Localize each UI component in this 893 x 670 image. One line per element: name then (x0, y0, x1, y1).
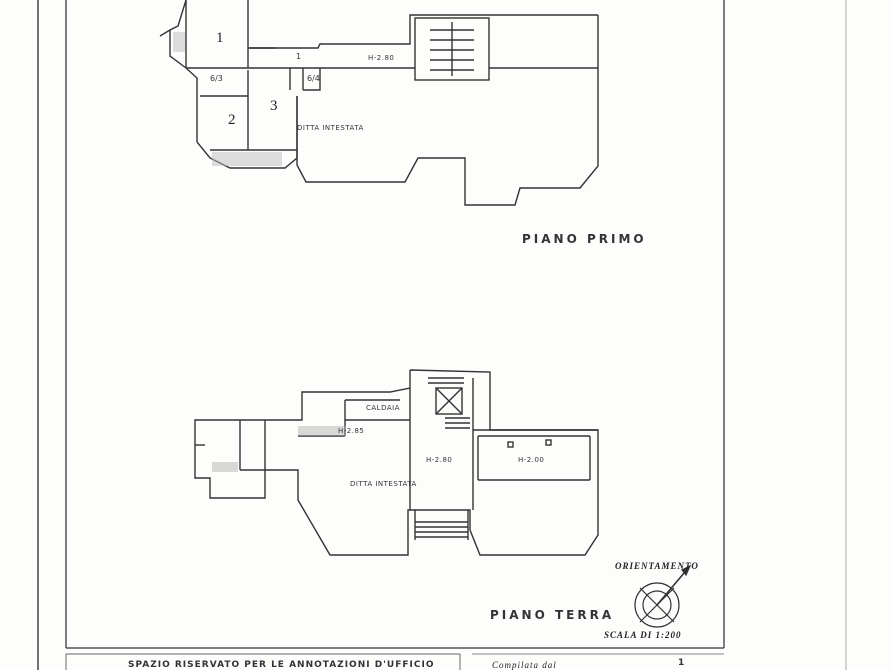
scale-label: SCALA DI 1:200 (604, 630, 682, 640)
footer-compiled-by: Compilata dal (492, 660, 557, 670)
room-2-label: 2 (228, 112, 236, 128)
height-terra-1-label: H-2.85 (338, 427, 365, 435)
orientation-title: ORIENTAMENTO (615, 561, 699, 571)
height-terra-2-label: H-2.80 (426, 456, 453, 464)
room-6-4-label: 6/4 (307, 74, 320, 83)
caldaia-label: CALDAIA (366, 404, 400, 412)
ditta-primo-label: DITTA INTESTATA (297, 124, 364, 132)
plan-primo (159, 0, 599, 206)
piano-primo-title: PIANO PRIMO (522, 232, 647, 246)
room-6-3-label: 6/3 (210, 74, 223, 83)
plan-terra (194, 369, 599, 556)
height-primo-label: H-2.80 (368, 54, 395, 62)
piano-terra-title: PIANO TERRA (490, 608, 615, 622)
room-1-label: 1 (216, 30, 224, 46)
room-r3-label: 1 (296, 52, 302, 61)
compass-icon (634, 564, 692, 628)
footer-sheet-number: 1 (678, 658, 686, 668)
footer-office-notes: SPAZIO RISERVATO PER LE ANNOTAZIONI D'UF… (128, 660, 435, 670)
height-terra-3-label: H-2.00 (518, 456, 545, 464)
ditta-terra-label: DITTA INTESTATA (350, 480, 417, 488)
room-3-label: 3 (270, 98, 278, 114)
